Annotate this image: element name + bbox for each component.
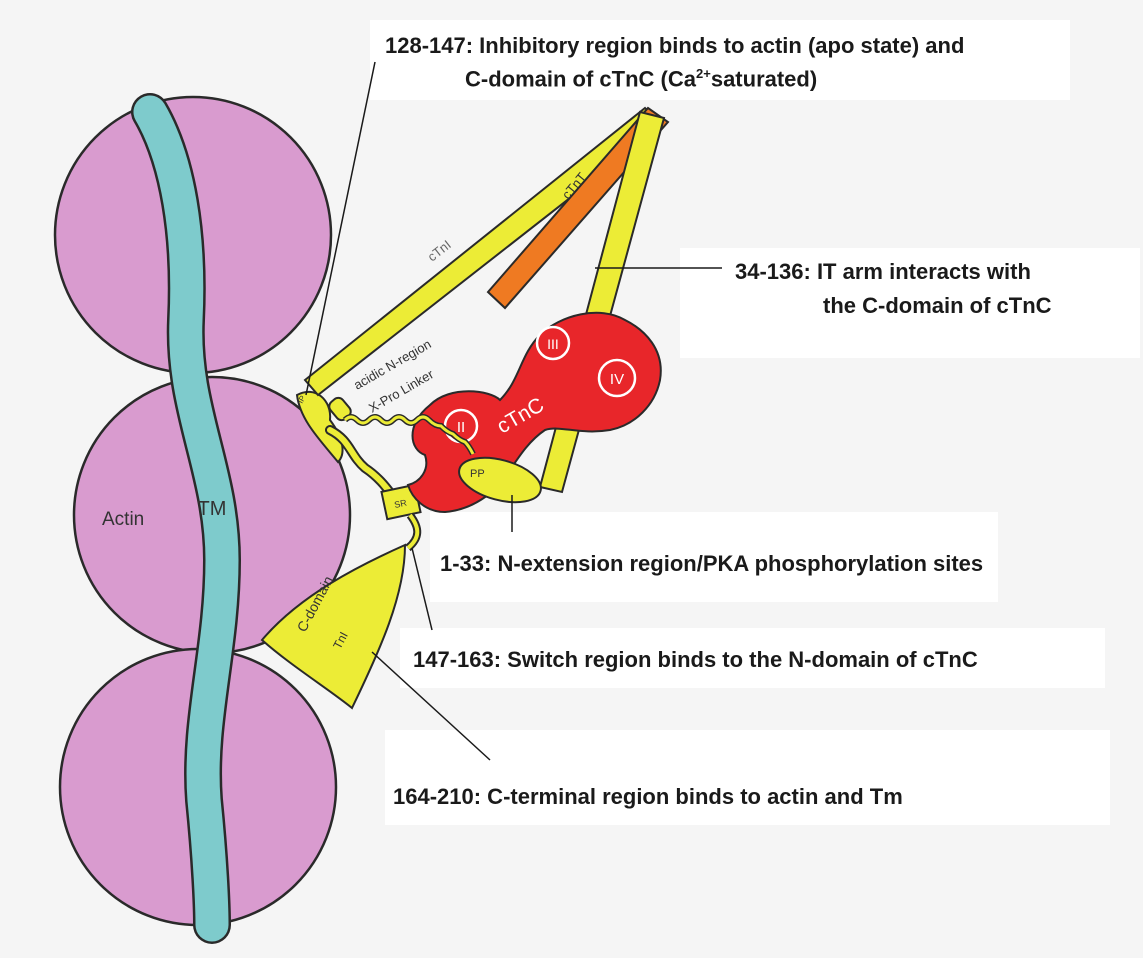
callout-164-210-text: 164-210: C-terminal region binds to acti… (393, 783, 903, 811)
callout-1-33-text: 1-33: N-extension region/PKA phosphoryla… (440, 550, 983, 578)
callout-147-163-text: 147-163: Switch region binds to the N-do… (413, 646, 978, 674)
callout-128-147-line2-pre: C-domain of cTnC (Ca (465, 66, 696, 91)
lobe-iii-label: III (547, 336, 559, 352)
callout-128-147-line2-post: saturated) (711, 66, 817, 91)
actin-label: Actin (102, 509, 144, 530)
callout-147-163: 147-163: Switch region binds to the N-do… (413, 646, 978, 674)
lobe-ii-label: II (457, 419, 465, 436)
callout-1-33: 1-33: N-extension region/PKA phosphoryla… (440, 550, 983, 578)
callout-34-136-line1: 34-136: IT arm interacts with (735, 258, 1052, 286)
callout-164-210: 164-210: C-terminal region binds to acti… (393, 783, 903, 811)
pp-label: PP (470, 468, 485, 480)
ctni-arm-label: cTnI (425, 237, 454, 264)
callout-128-147: 128-147: Inhibitory region binds to acti… (385, 32, 964, 93)
callout-128-147-line2: C-domain of cTnC (Ca2+saturated) (385, 60, 964, 93)
callout-34-136-line2: the C-domain of cTnC (735, 292, 1052, 320)
lobe-iv-label: IV (610, 371, 624, 388)
callout-34-136: 34-136: IT arm interacts with the C-doma… (735, 258, 1052, 320)
callout-128-147-line1: 128-147: Inhibitory region binds to acti… (385, 32, 964, 60)
callout-128-147-superscript: 2+ (696, 66, 711, 81)
leader-147 (412, 548, 432, 630)
tm-label: TM (198, 498, 227, 520)
